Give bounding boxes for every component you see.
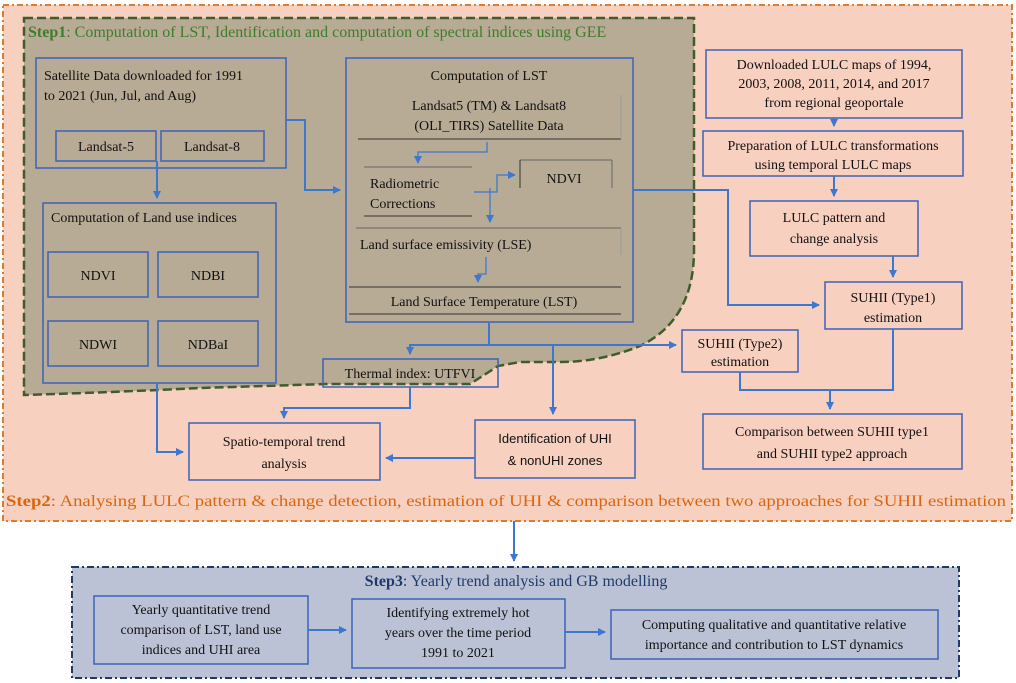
satdata-line1: Landsat5 (TM) & Landsat8 <box>412 99 566 114</box>
landuse-indices-title: Computation of Land use indices <box>51 211 237 226</box>
step3-box2-line2: years over the time period <box>385 626 531 641</box>
arrow-lse-to-lst <box>474 257 487 283</box>
lse-label: Land surface emissivity (LSE) <box>360 238 532 253</box>
step3-box1-line2: comparison of LST, land use <box>120 623 281 638</box>
step3-box2 <box>351 598 566 669</box>
step1-title-rest: : Computation of LST, Identification and… <box>66 24 606 41</box>
satellite-data-box <box>35 57 287 169</box>
ndvi-lst-label: NDVI <box>547 172 582 187</box>
step3-box3-line1: Computing qualitative and quantitative r… <box>642 618 906 633</box>
lst-label: Land Surface Temperature (LST) <box>391 295 578 310</box>
uhi-zones-line1: Identification of UHI <box>498 431 611 446</box>
ndbi-index-label: NDBI <box>191 269 226 284</box>
step3-title: Step3: Yearly trend analysis and GB mode… <box>365 573 668 590</box>
lst-computation-title: Computation of LST <box>431 69 548 84</box>
connector-arrows <box>153 118 897 636</box>
step1-title: Step1: Computation of LST, Identificatio… <box>28 24 606 41</box>
landsat5-label: Landsat-5 <box>78 140 134 155</box>
lulc-prep-line2: using temporal LULC maps <box>755 158 912 173</box>
step3-title-bold: Step3 <box>365 573 403 590</box>
ndwi-index-box <box>47 320 149 367</box>
arrow-lst-to-suhii1 <box>633 189 820 309</box>
landsat8-box <box>160 130 265 162</box>
step1-region <box>22 16 696 397</box>
spatio-temporal-line2: analysis <box>261 457 306 472</box>
ndwi-index-label: NDWI <box>79 338 117 353</box>
comparison-box <box>702 413 963 470</box>
arrow-satdata-to-radiometric <box>414 142 488 164</box>
satellite-data-line1: Satellite Data downloaded for 1991 <box>44 69 243 84</box>
landsat8-label: Landsat-8 <box>184 140 240 155</box>
spatio-temporal-line1: Spatio-temporal trend <box>223 435 345 450</box>
ndvi-index-box <box>47 251 149 298</box>
step1-title-bold: Step1 <box>28 24 66 41</box>
ndvi-index-label: NDVI <box>81 269 116 284</box>
comparison-line1: Comparison between SUHII type1 <box>735 425 929 440</box>
arrow-satellite-to-lst <box>286 119 341 194</box>
suhii-type1-line1: SUHII (Type1) <box>851 291 936 306</box>
lulc-pattern-box <box>749 200 919 257</box>
ndbi-index-box <box>157 251 259 298</box>
lulc-download-line1: Downloaded LULC maps of 1994, <box>737 58 932 73</box>
arrow-suhii1-to-comparison <box>826 329 894 410</box>
ndbai-index-box <box>157 320 259 367</box>
spatio-temporal-box <box>188 422 381 481</box>
comparison-line2: and SUHII type2 approach <box>757 447 907 462</box>
step3-box1-line3: indices and UHI area <box>142 643 261 658</box>
step3-box2-line3: 1991 to 2021 <box>421 646 495 661</box>
landuse-indices-box <box>42 202 277 384</box>
thermal-index-label: Thermal index: UTFVI <box>345 367 476 382</box>
radiometric-line1: Radiometric <box>370 177 439 192</box>
uhi-zones-box <box>474 419 636 479</box>
arrow-suhii2-to-comparison <box>739 372 830 391</box>
step3-box2-line1: Identifying extremely hot <box>386 606 529 621</box>
suhii-type1-line2: estimation <box>864 311 922 326</box>
lulc-prep-line1: Preparation of LULC transformations <box>727 139 938 154</box>
step3-box1-line1: Yearly quantitative trend <box>132 603 271 618</box>
arrow-lst-to-thermal <box>406 344 489 355</box>
lulc-pattern-line2: change analysis <box>790 232 878 247</box>
lulc-pattern-line1: LULC pattern and <box>783 211 886 226</box>
arrow-thermal-to-spatio <box>280 387 411 419</box>
lulc-download-line3: from regional geoportale <box>764 96 903 111</box>
ndbai-index-label: NDBaI <box>188 338 229 353</box>
step2-title: Step2: Analysing LULC pattern & change d… <box>6 493 1006 510</box>
satdata-line2: (OLI_TIRS) Satellite Data <box>414 119 564 134</box>
lulc-download-line2: 2003, 2008, 2011, 2014, and 2017 <box>738 77 929 92</box>
arrow-indices-to-spatio <box>156 383 184 456</box>
suhii-type2-line1: SUHII (Type2) <box>698 337 783 352</box>
satellite-data-line2: to 2021 (Jun, Jul, and Aug) <box>44 89 196 104</box>
step3-box3-line2: importance and contribution to LST dynam… <box>645 638 903 653</box>
landsat5-box <box>55 130 157 162</box>
step3-title-rest: : Yearly trend analysis and GB modelling <box>403 573 667 590</box>
radiometric-line2: Corrections <box>370 197 435 212</box>
step3-box3 <box>610 609 939 660</box>
suhii-type2-line2: estimation <box>711 355 769 370</box>
step2-title-bold: Step2 <box>6 493 51 510</box>
arrow-radiometric-to-ndvi <box>474 171 516 193</box>
uhi-zones-line2: & nonUHI zones <box>508 453 603 468</box>
step2-title-rest: : Analysing LULC pattern & change detect… <box>51 493 1006 510</box>
